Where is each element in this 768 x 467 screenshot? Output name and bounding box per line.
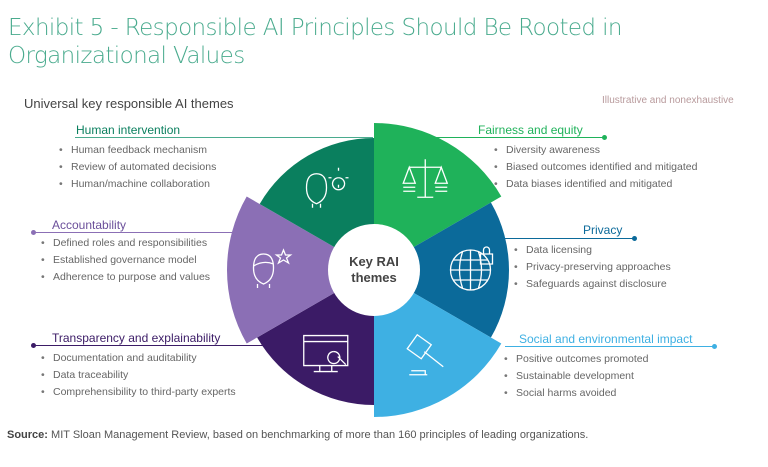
connector-line bbox=[505, 346, 714, 347]
source-text: MIT Sloan Management Review, based on be… bbox=[47, 429, 589, 441]
list-item: Positive outcomes promoted bbox=[504, 351, 648, 368]
social-list: Positive outcomes promoted Sustainable d… bbox=[504, 351, 648, 402]
gavel-icon bbox=[406, 333, 444, 376]
wheel-segment bbox=[374, 123, 502, 249]
list-item: Data biases identified and mitigated bbox=[494, 176, 697, 193]
connector-dot bbox=[31, 230, 36, 235]
privacy-list: Data licensing Privacy-preserving approa… bbox=[514, 242, 671, 293]
fairness-list: Diversity awareness Biased outcomes iden… bbox=[494, 142, 697, 193]
connector-line bbox=[34, 345, 264, 346]
list-item: Adherence to purpose and values bbox=[41, 269, 210, 286]
human-list: Human feedback mechanism Review of autom… bbox=[59, 142, 216, 193]
theme-label-transparency: Transparency and explainability bbox=[52, 331, 221, 345]
connector-line bbox=[75, 137, 373, 138]
theme-label-social: Social and environmental impact bbox=[519, 332, 693, 346]
list-item: Data licensing bbox=[514, 242, 671, 259]
list-item: Human feedback mechanism bbox=[59, 142, 216, 159]
list-item: Documentation and auditability bbox=[41, 350, 236, 367]
wheel-segment bbox=[259, 138, 374, 249]
list-item: Safeguards against disclosure bbox=[514, 276, 671, 293]
list-item: Review of automated decisions bbox=[59, 159, 216, 176]
wheel-segment bbox=[257, 291, 374, 405]
monitor-search-icon bbox=[303, 334, 349, 373]
list-item: Data traceability bbox=[41, 367, 236, 384]
connector-dot bbox=[602, 135, 607, 140]
wheel-segment bbox=[226, 196, 338, 344]
accountability-list: Defined roles and responsibilities Estab… bbox=[41, 235, 210, 286]
theme-label-accountability: Accountability bbox=[52, 218, 127, 232]
connector-dot bbox=[632, 236, 637, 241]
center-circle bbox=[328, 224, 420, 316]
center-label: themes bbox=[351, 270, 397, 285]
connector-line bbox=[495, 238, 634, 239]
note: Illustrative and nonexhaustive bbox=[602, 95, 734, 106]
connector-line bbox=[375, 137, 604, 138]
page-title: Exhibit 5 - Responsible AI Principles Sh… bbox=[8, 15, 623, 69]
list-item: Comprehensibility to third-party experts bbox=[41, 384, 236, 401]
scales-icon bbox=[402, 159, 449, 198]
globe-lock-icon bbox=[449, 246, 494, 291]
subtitle: Universal key responsible AI themes bbox=[24, 96, 234, 111]
list-item: Biased outcomes identified and mitigated bbox=[494, 159, 697, 176]
list-item: Established governance model bbox=[41, 252, 210, 269]
connector-line bbox=[34, 232, 239, 233]
person-star-icon bbox=[252, 248, 293, 288]
list-item: Sustainable development bbox=[504, 368, 648, 385]
connector-dot bbox=[712, 344, 717, 349]
head-gear-icon bbox=[305, 167, 349, 208]
list-item: Defined roles and responsibilities bbox=[41, 235, 210, 252]
theme-label-privacy: Privacy bbox=[583, 223, 623, 237]
list-item: Diversity awareness bbox=[494, 142, 697, 159]
list-item: Social harms avoided bbox=[504, 385, 648, 402]
transparency-list: Documentation and auditability Data trac… bbox=[41, 350, 236, 401]
wheel-segment bbox=[374, 291, 502, 417]
list-item: Human/machine collaboration bbox=[59, 176, 216, 193]
source-label: Source: bbox=[7, 429, 48, 441]
center-label: Key RAI bbox=[349, 254, 399, 269]
list-item: Privacy-preserving approaches bbox=[514, 259, 671, 276]
theme-label-fairness: Fairness and equity bbox=[478, 123, 583, 137]
theme-label-human: Human intervention bbox=[76, 123, 181, 137]
source-note: Source: MIT Sloan Management Review, bas… bbox=[7, 429, 588, 441]
connector-dot bbox=[31, 343, 36, 348]
